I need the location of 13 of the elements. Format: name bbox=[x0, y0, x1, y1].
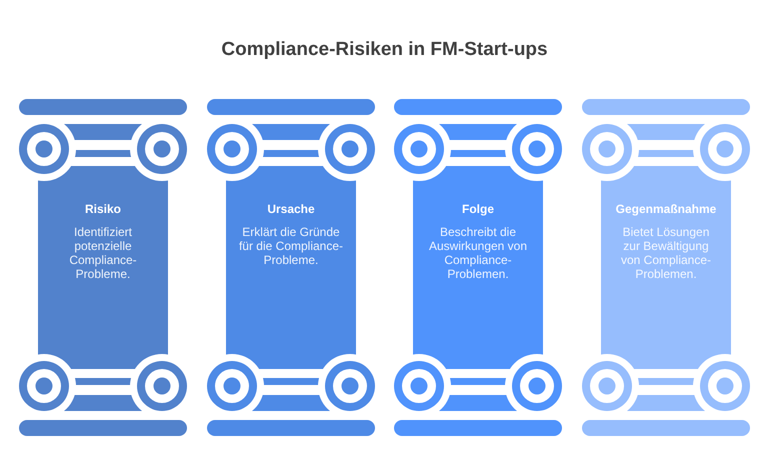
pillar bbox=[582, 99, 750, 436]
title: Compliance-Risiken in FM-Start-ups bbox=[220, 38, 549, 62]
pillar-description: Bietet Lösungen zur Bewältigung von Compliance-Problemen. bbox=[620, 225, 712, 281]
pillar bbox=[19, 99, 187, 436]
pillar-heading: Gegenmaßnahme bbox=[616, 201, 716, 217]
pillar bbox=[207, 99, 375, 436]
pillar-heading: Risiko bbox=[84, 201, 121, 217]
pillar-description: Identifiziert potenzielle Compliance-Probleme. bbox=[68, 225, 138, 281]
pillar-description: Erklärt die Gründe für die Compliance-Probleme. bbox=[238, 225, 344, 267]
pillar bbox=[394, 99, 562, 436]
pillar-heading: Ursache bbox=[267, 201, 315, 217]
pillar-heading: Folge bbox=[462, 201, 494, 217]
pillar-description: Beschreibt die Auswirkungen von Compliance-Problemen. bbox=[428, 225, 528, 281]
